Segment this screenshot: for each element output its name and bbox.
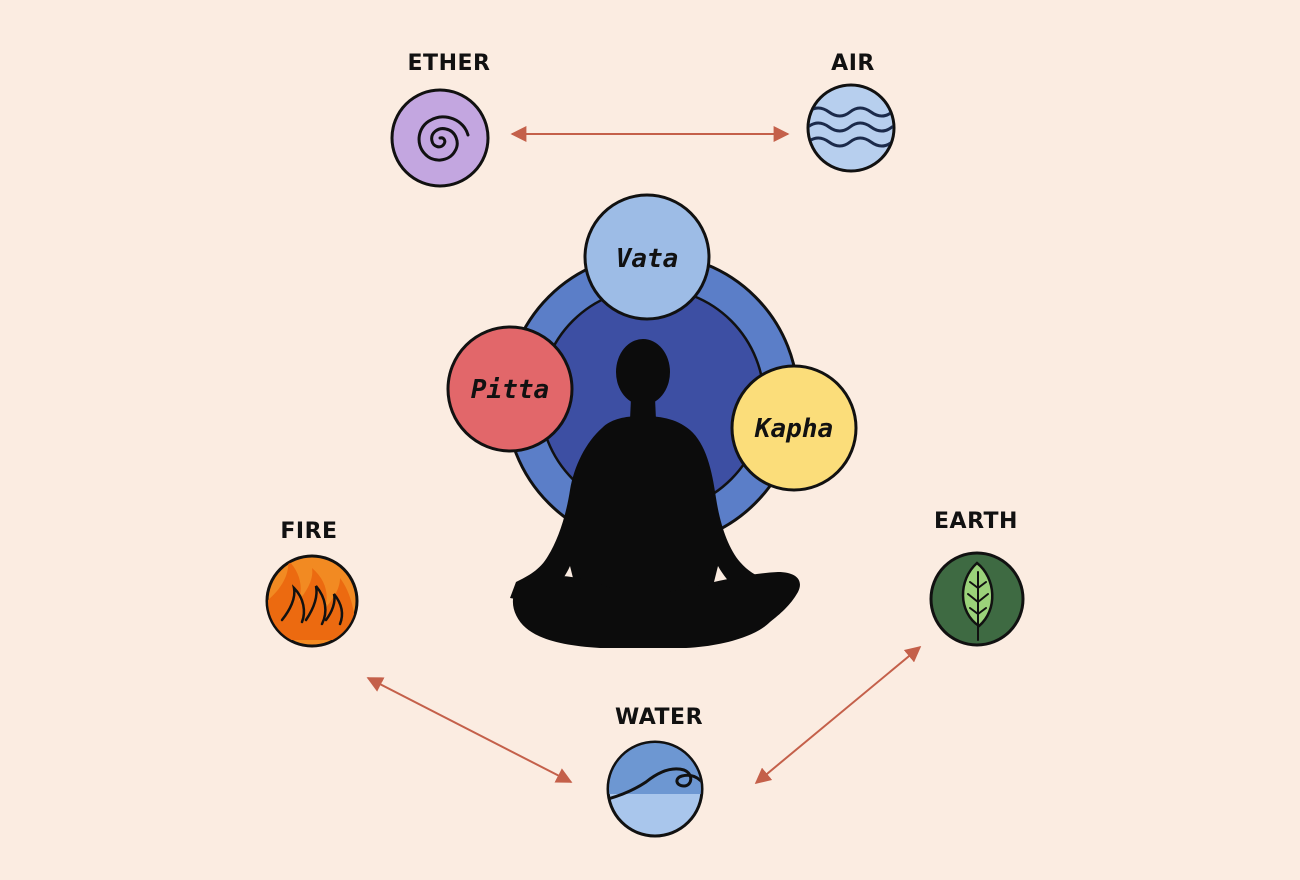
vata-label: Vata <box>616 244 679 274</box>
arrow-fire-water <box>366 677 573 783</box>
pitta-circle <box>446 325 574 453</box>
central-figure: Vata Pitta Kapha <box>446 193 858 648</box>
air-label: AIR <box>831 51 875 76</box>
water-label: WATER <box>615 705 703 730</box>
connection-arrows <box>366 126 922 785</box>
pitta-label: Pitta <box>471 375 549 405</box>
flame-icon <box>268 560 356 640</box>
wind-waves-icon <box>809 106 893 148</box>
element-water: WATER <box>606 705 704 838</box>
dosha-pitta: Pitta <box>446 325 574 453</box>
meditating-figure-silhouette <box>510 339 800 648</box>
earth-label: EARTH <box>934 509 1018 534</box>
spiral-icon <box>417 115 470 162</box>
fire-label: FIRE <box>280 519 337 544</box>
element-earth: EARTH <box>929 509 1025 647</box>
vata-circle <box>583 193 711 321</box>
element-ether: ETHER <box>390 51 491 188</box>
wave-icon <box>609 743 701 802</box>
element-fire: FIRE <box>265 519 359 648</box>
dosha-vata: Vata <box>583 193 711 321</box>
kapha-circle <box>730 364 858 492</box>
arrow-water-earth <box>754 645 922 785</box>
dosha-kapha: Kapha <box>730 364 858 492</box>
ether-label: ETHER <box>408 51 491 76</box>
element-air: AIR <box>806 51 896 173</box>
kapha-label: Kapha <box>754 414 833 444</box>
leaf-icon <box>961 561 994 641</box>
